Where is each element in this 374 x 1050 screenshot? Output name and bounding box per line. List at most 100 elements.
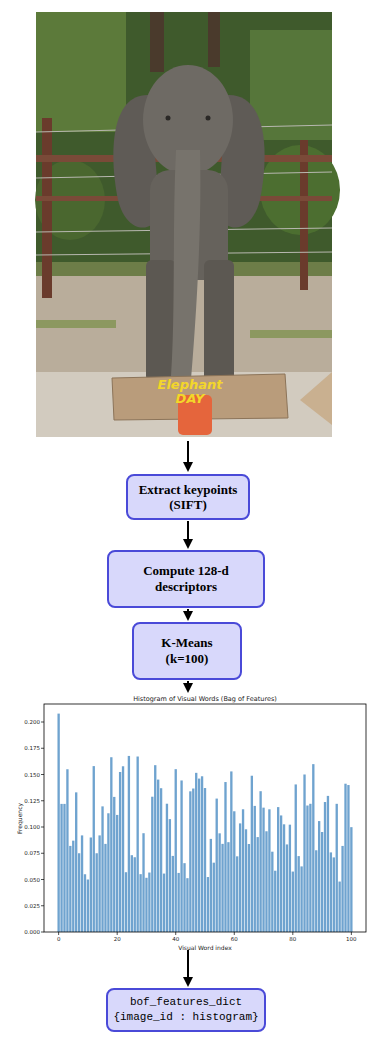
- histogram-bar: [72, 841, 74, 932]
- histogram-bar: [233, 811, 235, 932]
- elephant-eye: [166, 116, 171, 121]
- histogram-bar: [113, 797, 115, 932]
- histogram-bar: [151, 797, 153, 932]
- histogram-bar: [257, 837, 259, 932]
- histogram-bar: [66, 769, 68, 932]
- y-tick: [41, 774, 44, 775]
- histogram-bar: [169, 819, 171, 932]
- histogram-bar: [93, 766, 95, 932]
- photo-fence-post: [300, 140, 308, 290]
- arrowhead: [183, 977, 193, 987]
- y-tick: [41, 827, 44, 828]
- histogram-bar: [183, 863, 185, 932]
- histogram-bar: [315, 850, 317, 932]
- axis-label: Visual Word index: [44, 944, 366, 951]
- elephant-leg: [146, 260, 176, 382]
- process-box: Compute 128-d descriptors: [107, 550, 265, 608]
- box-text: Compute 128-d descriptors: [115, 563, 257, 595]
- histogram-bar: [333, 857, 335, 932]
- histogram-bar: [131, 855, 133, 932]
- y-tick: [41, 905, 44, 906]
- x-tick: [175, 932, 176, 935]
- y-tick: [41, 932, 44, 933]
- x-tick-label: 40: [172, 936, 179, 942]
- histogram-bar: [277, 807, 279, 932]
- box-text: Extract keypoints (SIFT): [134, 482, 242, 512]
- flow-arrow: [183, 950, 193, 987]
- histogram-bar: [139, 874, 141, 932]
- photo-tree-trunk: [150, 12, 164, 72]
- histogram-bar: [230, 771, 232, 932]
- histogram-bar: [119, 772, 121, 932]
- histogram-bar: [213, 863, 215, 932]
- histogram-bar: [236, 856, 238, 932]
- histogram-bar: [104, 844, 106, 932]
- histogram-bar: [336, 804, 338, 932]
- histogram-bar: [330, 852, 332, 932]
- y-tick: [41, 853, 44, 854]
- histogram-bar: [338, 882, 340, 932]
- flow-arrow: [183, 681, 193, 693]
- histogram-bar: [289, 825, 291, 932]
- histogram-bar: [204, 788, 206, 932]
- histogram-bar: [324, 802, 326, 932]
- histogram-bar: [60, 804, 62, 932]
- chart-title: Histogram of Visual Words (Bag of Featur…: [44, 695, 366, 703]
- photo-fence-post: [42, 118, 52, 298]
- histogram-bar: [90, 838, 92, 933]
- histogram-bar: [195, 773, 197, 932]
- process-box: K-Means (k=100): [132, 622, 242, 680]
- box-text: {image_id : histogram}: [112, 1010, 260, 1025]
- arrow-shaft: [187, 521, 189, 540]
- photo-grass: [36, 320, 116, 328]
- histogram-bar: [110, 757, 112, 932]
- y-tick-label: 0.025: [24, 903, 40, 909]
- histogram-bar: [262, 808, 264, 932]
- histogram-bar: [57, 714, 59, 932]
- x-tick: [351, 932, 352, 935]
- histogram-bar: [128, 756, 130, 932]
- histogram-bar: [259, 791, 261, 932]
- histogram-bar: [207, 877, 209, 932]
- histogram-bar: [154, 765, 156, 932]
- histogram-bar: [186, 878, 188, 932]
- histogram-bar: [309, 804, 311, 932]
- y-tick-label: 0.150: [24, 772, 40, 778]
- histogram-bar: [63, 804, 65, 932]
- histogram-bar: [218, 833, 220, 932]
- y-tick-label: 0.200: [24, 719, 40, 725]
- sign-text: Elephant DAY: [150, 378, 230, 406]
- y-tick-label: 0.075: [24, 850, 40, 856]
- y-tick-label: 0.050: [24, 877, 40, 883]
- axis-label: Frequency: [16, 803, 23, 834]
- x-tick-label: 20: [114, 936, 121, 942]
- histogram-bar: [75, 792, 77, 932]
- histogram-bar: [306, 806, 308, 932]
- histogram-bar: [221, 844, 223, 932]
- histogram-bar: [303, 774, 305, 932]
- flow-arrow-shaft: [187, 441, 189, 463]
- histogram-bar: [312, 764, 314, 932]
- histogram-bar: [98, 835, 100, 932]
- histogram-bar: [201, 776, 203, 932]
- histogram-bar: [292, 872, 294, 932]
- histogram-bar: [227, 842, 229, 932]
- histogram-bar: [157, 780, 159, 932]
- histogram-bar: [271, 852, 273, 932]
- arrowhead: [183, 683, 193, 693]
- histogram-bar: [210, 839, 212, 932]
- histogram-bar: [78, 853, 80, 932]
- flow-arrowhead: [183, 462, 193, 472]
- histogram-bar: [286, 844, 288, 932]
- histogram-bar: [180, 780, 182, 932]
- histogram-bar: [137, 757, 139, 932]
- histogram-bar: [274, 871, 276, 932]
- histogram-bar: [216, 799, 218, 932]
- x-tick: [117, 932, 118, 935]
- histogram-bar: [192, 789, 194, 932]
- photo-grass: [250, 330, 332, 338]
- histogram-bar: [116, 815, 118, 932]
- histogram-bar: [254, 806, 256, 932]
- histogram-bar: [268, 809, 270, 932]
